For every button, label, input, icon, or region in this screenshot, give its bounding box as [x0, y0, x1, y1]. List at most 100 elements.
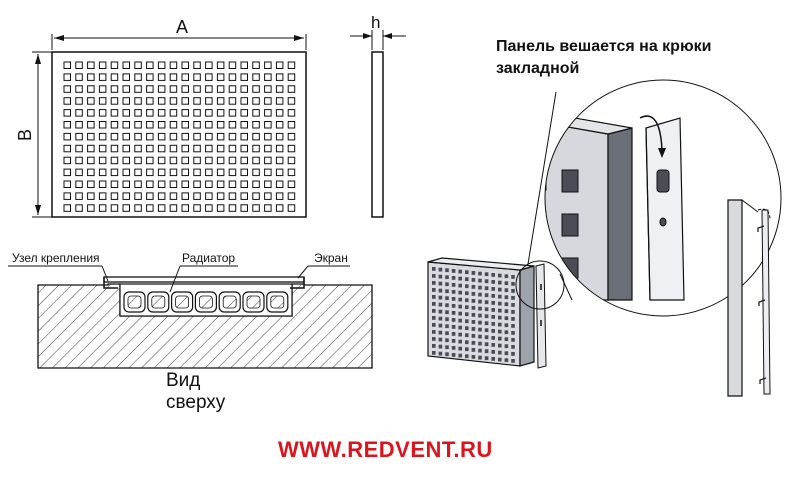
panel-3d-hole	[458, 290, 462, 295]
perforation-hole	[181, 192, 189, 200]
perforation-hole	[75, 180, 83, 188]
panel-3d-hole	[465, 270, 469, 275]
label-screen: Экран	[314, 251, 348, 265]
perforation-hole	[216, 132, 225, 141]
perforation-hole	[134, 109, 142, 117]
panel-3d-hole	[478, 285, 482, 290]
dim-h-label: h	[371, 13, 380, 32]
perforation-hole	[146, 61, 154, 69]
perforation-hole	[216, 73, 225, 81]
perforation-hole	[75, 144, 83, 153]
perforation-hole	[134, 180, 142, 188]
dim-b-arrow-bottom	[35, 205, 41, 215]
panel-3d-hole	[458, 332, 462, 337]
perforation-hole	[75, 156, 83, 165]
perforation-hole	[63, 109, 71, 117]
panel-3d-hole	[438, 274, 443, 279]
perforation-hole	[181, 121, 189, 129]
perforation-hole	[252, 132, 260, 141]
perforation-hole	[134, 132, 142, 141]
panel-3d-hole	[451, 276, 456, 280]
panel-3d-hole	[471, 299, 476, 303]
panel-3d-hole	[491, 294, 495, 298]
perforation-hole	[275, 204, 284, 212]
panel-3d-hole	[484, 300, 489, 305]
panel-3d-hole	[504, 323, 509, 328]
perforation-hole	[63, 97, 71, 105]
panel-3d-hole	[451, 311, 456, 315]
panel-3d-hole	[451, 332, 456, 336]
perforation-hole	[75, 132, 83, 141]
panel-3d-hole	[511, 289, 515, 293]
panel-3d-hole	[484, 356, 489, 361]
panel-3d-hole	[504, 358, 509, 363]
perforation-hole	[110, 144, 119, 153]
perforation-hole	[193, 109, 201, 117]
perforation-hole	[110, 180, 119, 188]
perforation-hole	[193, 132, 201, 141]
view-label-line-2: сверху	[166, 392, 226, 413]
perforation-hole	[169, 73, 178, 81]
panel-3d-hole	[465, 305, 469, 310]
front-panel-view: A B	[15, 17, 307, 218]
panel-3d-hole	[445, 275, 449, 280]
hang-arrow-head	[658, 148, 666, 158]
perforation-hole	[122, 121, 130, 129]
panel-3d-hole	[445, 317, 449, 322]
zoom-hole-1	[545, 167, 547, 191]
panel-3d-hole	[445, 310, 449, 315]
panel-3d-hole	[471, 306, 476, 310]
perforation-hole	[264, 132, 272, 141]
panel-3d-hole	[465, 319, 469, 324]
perforation-hole	[98, 144, 107, 153]
perforation-hole	[228, 132, 237, 141]
panel-3d-hole	[465, 312, 469, 317]
perforation-hole	[122, 85, 130, 93]
panel-3d-hole	[432, 316, 436, 320]
panel-3d-hole	[498, 273, 502, 278]
panel-3d-hole	[491, 357, 495, 361]
panel-3d-hole	[498, 301, 502, 306]
perforation-hole	[228, 85, 237, 93]
profile-hook-2	[758, 299, 766, 306]
perforation-hole	[63, 204, 71, 212]
panel-3d-hole	[484, 272, 489, 277]
perforation-hole	[157, 85, 166, 93]
perforation-hole	[287, 97, 296, 105]
perforation-hole	[287, 73, 296, 81]
perforation-hole	[63, 61, 71, 69]
perforation-hole	[287, 121, 296, 129]
perforation-hole	[240, 85, 248, 93]
panel-3d-hole	[478, 292, 482, 297]
panel-3d-hole	[451, 339, 456, 343]
perforation-hole	[122, 156, 130, 165]
perforation-hole	[87, 156, 95, 165]
panel-3d-hole	[511, 352, 515, 356]
perforation-hole	[205, 180, 213, 188]
panel-3d-hole	[504, 330, 509, 335]
perforation-hole	[216, 97, 225, 105]
panel-3d-hole	[484, 293, 489, 298]
perforation-hole	[287, 144, 296, 153]
perforation-hole	[240, 97, 248, 105]
perforation-hole	[63, 132, 71, 141]
perforation-hole	[63, 192, 71, 200]
perforation-hole	[169, 144, 178, 153]
zoom-hole-4	[561, 213, 579, 237]
panel-3d-hole	[511, 324, 515, 328]
dim-a-label: A	[176, 17, 188, 37]
perforation-hole	[146, 168, 154, 177]
panel-3d-hole	[458, 353, 462, 358]
panel-3d-hole	[458, 276, 462, 281]
zoom-rail	[645, 117, 685, 301]
perforation-hole	[98, 109, 107, 117]
panel-3d-hole	[438, 344, 443, 349]
perforation-hole	[110, 168, 119, 177]
perforation-hole	[287, 168, 296, 177]
panel-3d-hole	[498, 315, 502, 320]
perforation-hole	[287, 132, 296, 141]
website-link[interactable]: WWW.REDVENT.RU	[278, 437, 493, 462]
panel-3d-hole	[465, 326, 469, 331]
perforation-hole	[228, 144, 237, 153]
radiator-section-core	[127, 295, 142, 309]
